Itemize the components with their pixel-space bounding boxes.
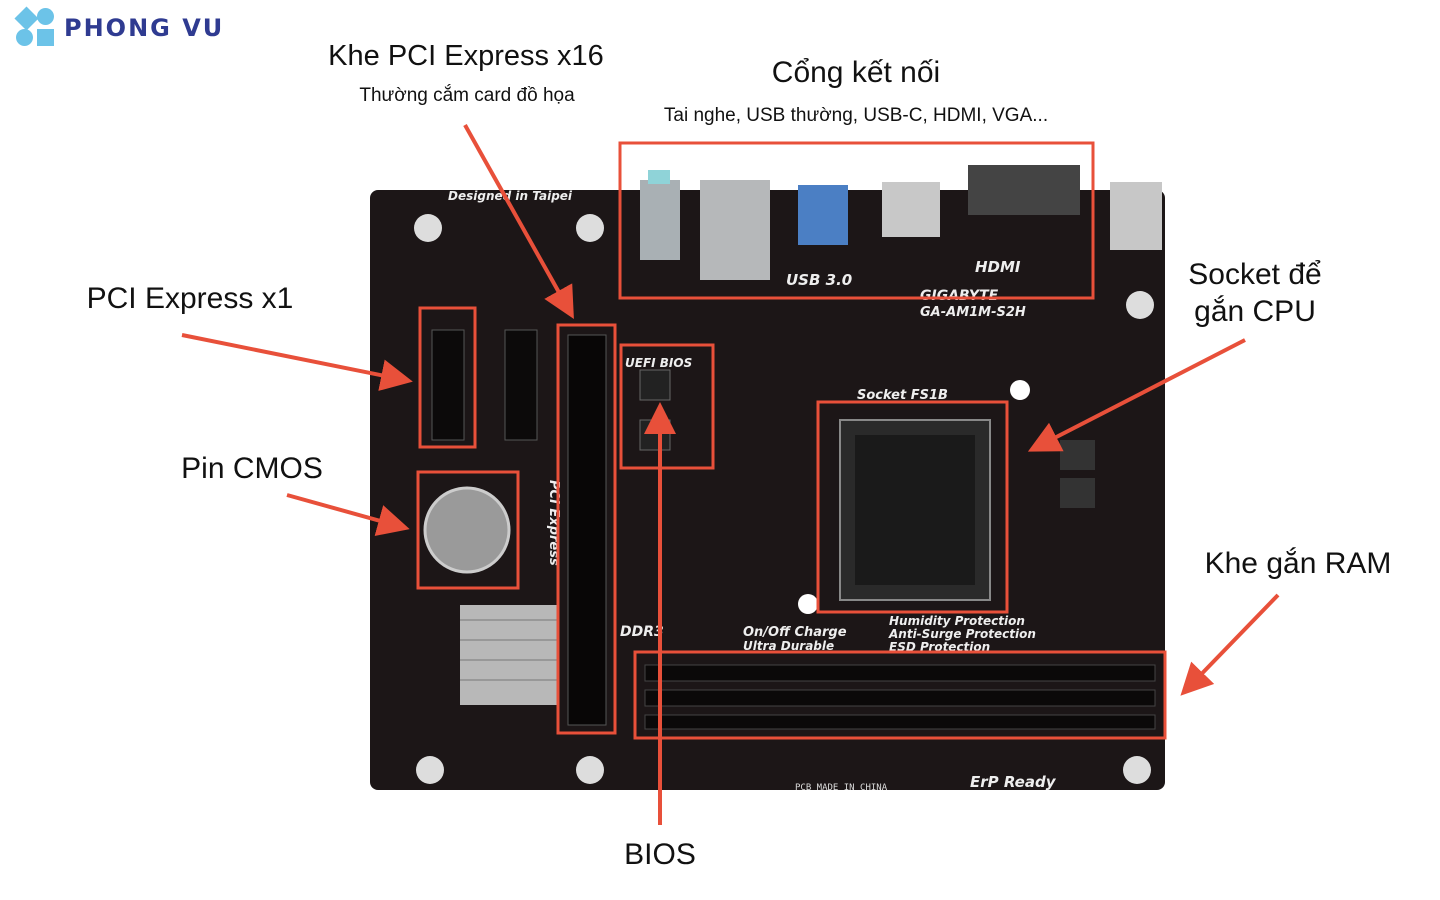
- highlight-ram: [633, 650, 1167, 740]
- logo-mark-icon: [14, 6, 58, 48]
- arrow-cmos: [286, 493, 410, 536]
- arrow-ram: [1180, 593, 1280, 696]
- label-cpu-socket-line2: gắn CPU: [1194, 295, 1316, 328]
- board-text-feature-2: Anti-Surge Protection: [888, 627, 1036, 641]
- motherboard-photo: Designed in Taipei USB 3.0 HDMI GIGABYTE…: [370, 165, 1165, 793]
- board-text-socket: Socket FS1B: [857, 388, 948, 403]
- label-bios: BIOS: [624, 838, 696, 871]
- board-text-hdmi: HDMI: [975, 258, 1021, 276]
- board-text-feature-1: Humidity Protection: [889, 614, 1025, 628]
- label-ports-subtitle: Tai nghe, USB thường, USB-C, HDMI, VGA..…: [663, 105, 1049, 126]
- phong-vu-logo: PHONG VU: [14, 6, 225, 48]
- highlight-cpu-socket: [816, 400, 1009, 614]
- board-text-brand: GIGABYTE: [920, 288, 999, 304]
- board-text-designed: Designed in Taipei: [448, 189, 573, 203]
- highlight-bios: [619, 343, 715, 470]
- label-pcie-x16-subtitle: Thường cắm card đồ họa: [359, 85, 575, 106]
- board-text-ddr: DDR3: [620, 624, 664, 640]
- label-cmos: Pin CMOS: [181, 452, 323, 485]
- label-pcie-x1: PCI Express x1: [86, 282, 294, 315]
- board-text-usb3: USB 3.0: [786, 271, 852, 289]
- highlight-pcie-x1: [418, 306, 477, 449]
- label-cpu-socket-line1: Socket để: [1188, 258, 1322, 291]
- label-pcie-x16-title: Khe PCI Express x16: [328, 40, 604, 72]
- arrow-cpu: [1027, 338, 1246, 452]
- highlight-ports: [618, 141, 1095, 300]
- arrows: [181, 124, 1280, 825]
- board-text-uefi: UEFI BIOS: [625, 356, 692, 370]
- highlight-cmos: [416, 470, 520, 590]
- highlight-boxes: [416, 141, 1167, 740]
- highlight-pcie-x16: [556, 323, 617, 735]
- board-text-charge-2: Ultra Durable: [743, 639, 834, 653]
- label-ports-title: Cổng kết nối: [771, 56, 941, 89]
- board-text-charge-1: On/Off Charge: [743, 625, 847, 640]
- arrow-pcie-x16: [463, 124, 574, 319]
- arrow-pcie-x1: [181, 333, 413, 391]
- board-text-made: PCB MADE IN CHINA: [795, 783, 888, 793]
- label-ram: Khe gắn RAM: [1204, 547, 1392, 580]
- board-text-erp: ErP Ready: [970, 773, 1057, 791]
- logo-text: PHONG VU: [64, 14, 225, 42]
- board-text-model: GA-AM1M-S2H: [920, 305, 1026, 320]
